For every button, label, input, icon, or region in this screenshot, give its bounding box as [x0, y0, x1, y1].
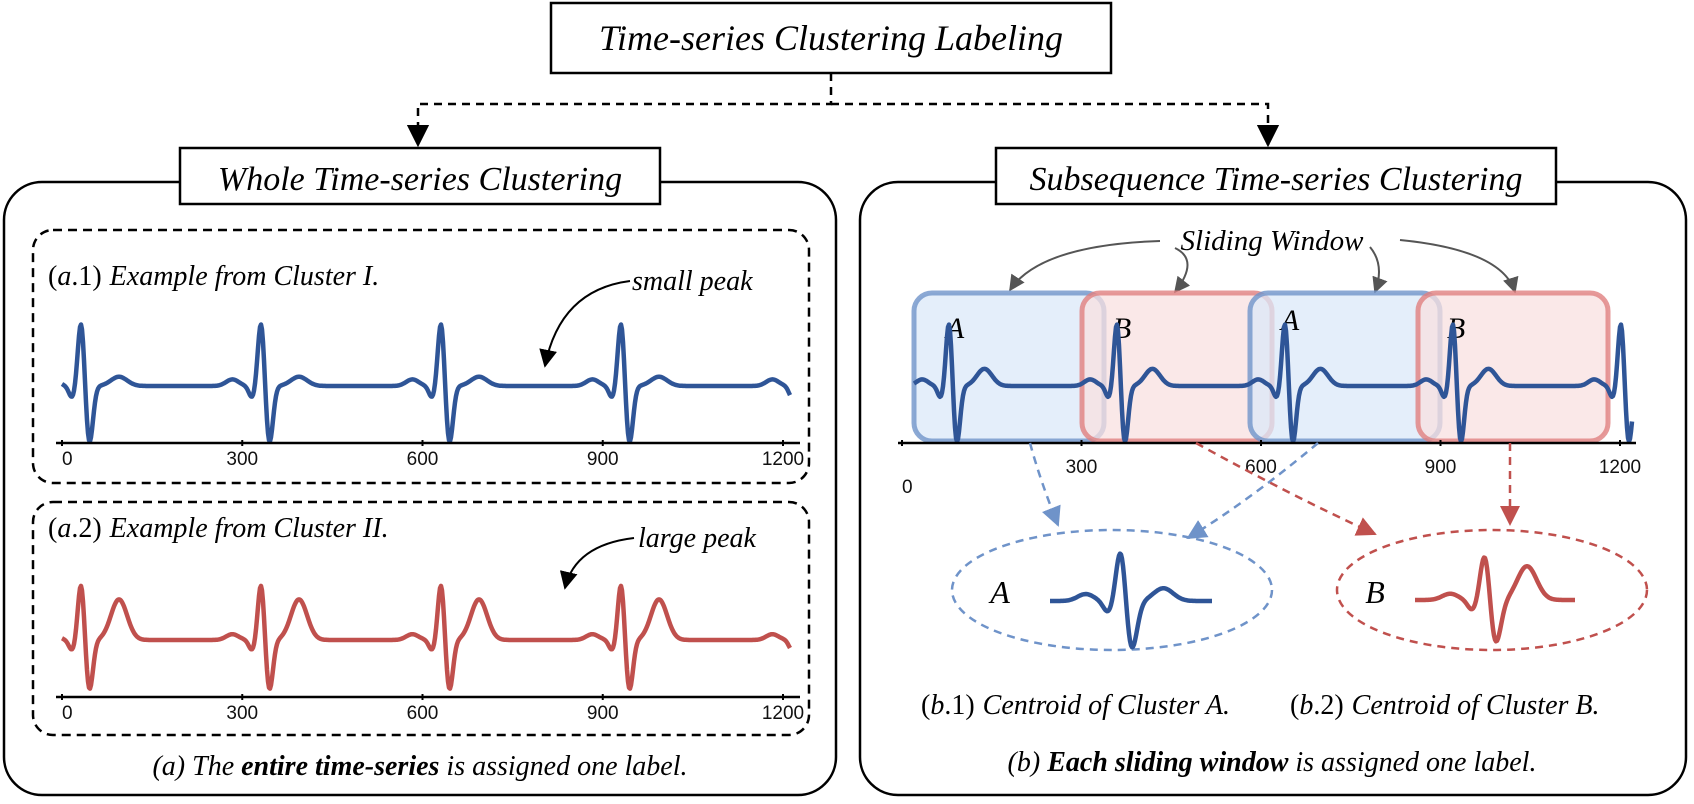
left-header: Whole Time-series Clustering [218, 161, 622, 198]
annotation-small-peak: small peak [632, 266, 753, 297]
top-title: Time-series Clustering Labeling [599, 18, 1063, 58]
centroid-a-label: A [988, 574, 1010, 610]
right-caption: (b) Each sliding window is assigned one … [1008, 747, 1537, 778]
window-2 [1079, 290, 1275, 444]
window-3 [1247, 290, 1443, 444]
example2-title: (a.2)Example from Cluster II. [48, 513, 389, 544]
tick-label: 900 [587, 449, 619, 470]
sliding-window-label: Sliding Window [1181, 225, 1365, 257]
annotation-large-peak: large peak [638, 523, 756, 554]
centroid-b-curve [1413, 555, 1577, 644]
tick-label: 300 [226, 449, 258, 470]
sw-arrow-3 [1369, 246, 1388, 294]
tick-label: 0 [62, 449, 73, 470]
left-caption: (a) The entire time-series is assigned o… [152, 751, 687, 782]
tick-label: 300 [1066, 457, 1098, 478]
tick-label: 900 [1425, 457, 1457, 478]
right-header-box [994, 146, 1558, 206]
arrow-window2-to-b [1195, 441, 1377, 536]
sw-arrow-2 [1174, 247, 1191, 294]
arrow-window3-to-a [1186, 442, 1319, 540]
sw-arrow-1 [1009, 240, 1161, 292]
tick-label: 1200 [762, 449, 804, 470]
example1-box [31, 228, 811, 485]
centroid-b-ellipse [1335, 528, 1649, 652]
tick-label: 600 [407, 703, 439, 724]
centroid-a-curve [1048, 551, 1214, 650]
tick-label: 900 [587, 703, 619, 724]
top-title-box [549, 1, 1113, 75]
centroid-b-label: B [1365, 574, 1385, 610]
arrow-window1-to-a [1028, 442, 1061, 527]
example1-ticks: 0 300 600 900 1200 [61, 440, 804, 470]
centroid-b-caption: (b.2)Centroid of Cluster B. [1290, 690, 1600, 721]
left-header-box [178, 146, 662, 206]
tick-label: 600 [1245, 457, 1277, 478]
small-peak-arrow [539, 280, 631, 368]
tick-label: 1200 [762, 703, 804, 724]
large-peak-arrow [559, 537, 635, 590]
tick-label: 300 [226, 703, 258, 724]
centroid-a-caption: (b.1)Centroid of Cluster A. [921, 690, 1230, 721]
subsequence-series [912, 322, 1635, 444]
arrow-to-whole [406, 73, 833, 148]
right-ticks: 0 300 600 900 1200 [901, 440, 1641, 498]
centroid-a-ellipse [950, 528, 1274, 652]
cluster1-series [60, 322, 793, 444]
right-header: Subsequence Time-series Clustering [1030, 161, 1523, 198]
sw-arrow-4 [1399, 239, 1519, 294]
cluster2-series [60, 583, 792, 691]
tick-label: 600 [407, 449, 439, 470]
tick-label: 0 [902, 477, 913, 498]
example1-title: (a.1)Example from Cluster I. [48, 261, 379, 292]
tick-label: 0 [62, 703, 73, 724]
example2-ticks: 0 300 600 900 1200 [61, 694, 804, 724]
tick-label: 1200 [1599, 457, 1641, 478]
window-1 [911, 290, 1107, 444]
arrow-to-subsequence [831, 102, 1280, 148]
example2-box [31, 500, 811, 737]
